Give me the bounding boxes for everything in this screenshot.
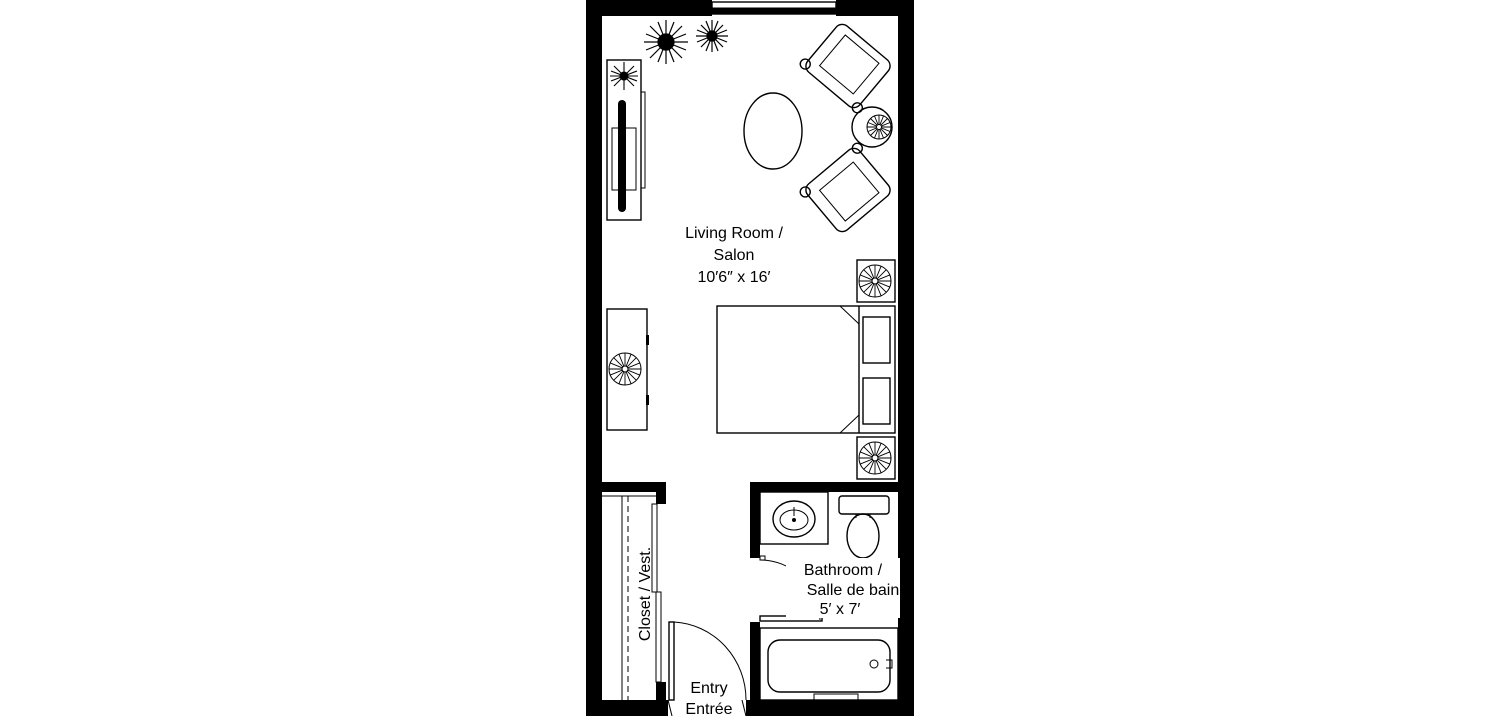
bath-wall-top: [750, 482, 914, 492]
closet-door: [651, 503, 658, 593]
living-room-label: Living Room / Salon 10′6″ x 16′: [685, 225, 783, 286]
tv-console: [606, 59, 646, 221]
wall-top-right: [836, 0, 914, 16]
armchair-top: [799, 23, 891, 114]
wall-left: [586, 0, 602, 716]
wall-bottom-right: [746, 700, 914, 716]
vanity: [759, 491, 829, 545]
side-table: [851, 106, 893, 148]
nightstand-bottom: [856, 436, 896, 480]
lamp-icon: [858, 441, 892, 475]
living-room-name-en: Living Room /: [685, 225, 783, 242]
outer-walls: [586, 0, 914, 716]
wall-right: [898, 0, 914, 716]
entry-name-en: Entry: [690, 680, 727, 697]
entry-door[interactable]: [667, 621, 747, 716]
plant-icon: [696, 20, 728, 52]
closet-label: Closet / Vest.: [637, 547, 654, 641]
closet-door: [655, 591, 662, 683]
lamp-icon: [866, 114, 892, 140]
toilet-icon: [838, 495, 890, 559]
bathtub-icon: [759, 627, 899, 701]
tv-icon: [618, 100, 626, 212]
plant-icon: [610, 62, 638, 90]
bathroom-label: Bathroom / Salle de bain 5′ x 7′: [786, 558, 900, 618]
wall-top-left: [586, 0, 712, 16]
entry-label: Entry Entrée: [678, 680, 740, 716]
living-room-size: 10′6″ x 16′: [697, 269, 770, 286]
entry-name-fr: Entrée: [685, 701, 732, 716]
living-room-name-fr: Salon: [714, 247, 755, 264]
coffee-table: [743, 92, 803, 170]
window: [711, 1, 837, 15]
pillow: [862, 316, 891, 364]
interior-walls: [586, 482, 914, 716]
closet-wall-jamb: [656, 482, 666, 504]
sink-icon: [772, 500, 816, 538]
bathroom-size: 5′ x 7′: [820, 601, 861, 618]
bath-wall-left-upper: [750, 482, 760, 558]
bed: [716, 305, 896, 434]
lamp-icon: [858, 264, 892, 298]
lamp-icon: [608, 352, 642, 386]
nightstand-top: [856, 259, 896, 303]
closet-wall-top: [586, 482, 666, 492]
bathroom-name-fr: Salle de bain: [807, 582, 900, 599]
bathroom-name-en: Bathroom /: [804, 562, 883, 579]
armchair-bottom: [799, 142, 891, 233]
closet-wall-jamb-bottom: [656, 682, 666, 700]
bath-wall-left-lower: [750, 622, 760, 716]
dresser: [606, 308, 649, 431]
plant-icon: [644, 20, 688, 64]
wall-bottom-left: [586, 700, 668, 716]
closet: Closet / Vest.: [602, 495, 662, 700]
pillow: [862, 377, 891, 425]
